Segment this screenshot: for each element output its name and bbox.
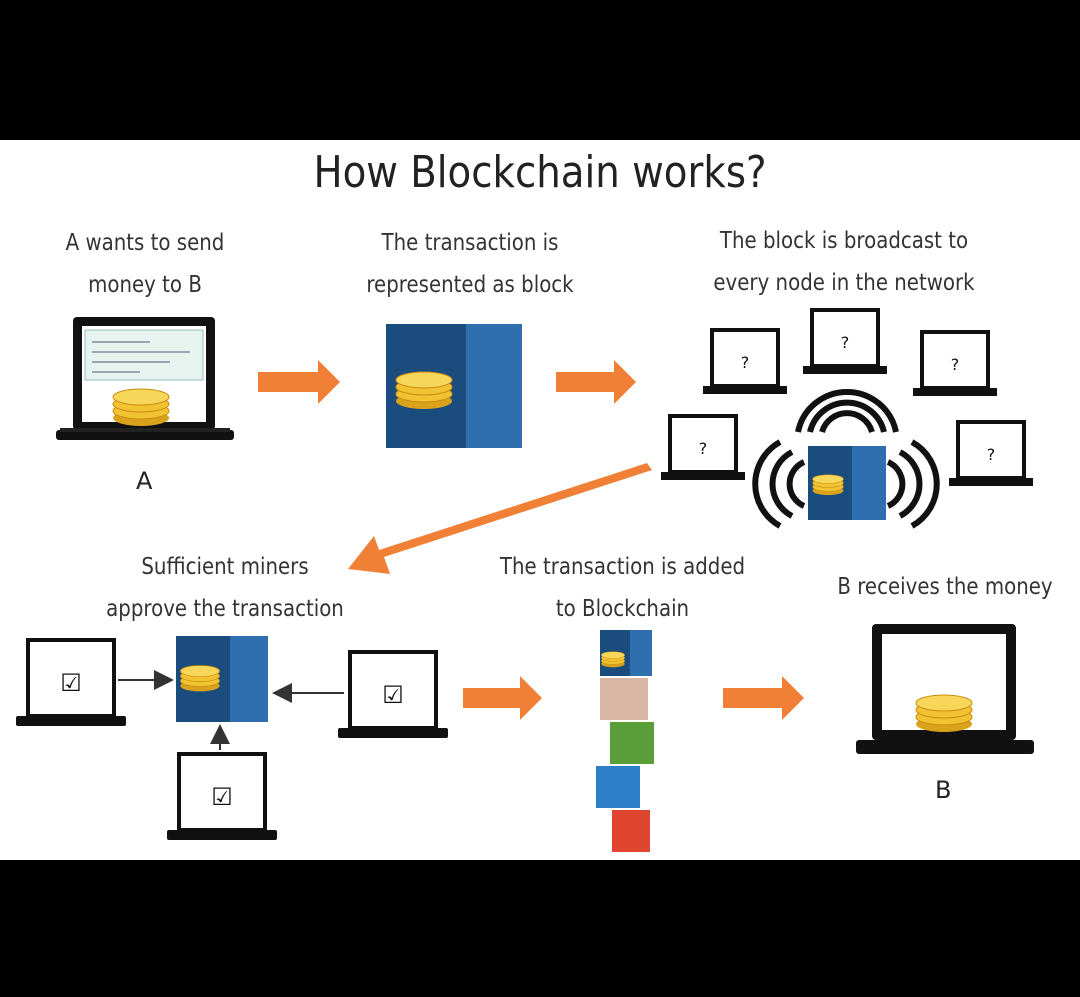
arrow-icon	[258, 360, 340, 404]
step-3-label: The block is broadcast to every node in …	[689, 220, 999, 304]
node-mark: ?	[699, 439, 708, 458]
party-a-label: A	[136, 467, 153, 495]
diagram-artwork: ? ? ? ? ?	[16, 308, 1034, 852]
step-4-label: Sufficient miners approve the transactio…	[66, 546, 384, 630]
node-laptop-icon: ?	[949, 420, 1033, 486]
arrow-icon	[556, 360, 636, 404]
step-1-label-line-2: money to B	[88, 272, 202, 298]
node-laptop-icon: ?	[803, 308, 887, 374]
step-3-label-line-1: The block is broadcast to	[719, 228, 969, 254]
laptop-a-icon	[56, 317, 234, 440]
broadcast-waves-icon	[752, 388, 940, 529]
miner-laptops: ☑ ☑ ☑	[16, 638, 448, 840]
node-laptop-icon: ?	[913, 330, 997, 396]
miner-laptop-icon: ☑	[338, 650, 448, 738]
step-1-label-line-1: A wants to send	[65, 230, 225, 256]
node-mark: ?	[841, 333, 850, 352]
network-node-laptops: ? ? ? ? ?	[661, 308, 1033, 486]
page-title: How Blockchain works?	[313, 147, 767, 198]
node-mark: ?	[987, 445, 996, 464]
diagram-panel: ? ? ? ? ?	[0, 140, 1080, 860]
miner-laptop-icon: ☑	[167, 752, 277, 840]
arrow-icon	[463, 676, 542, 720]
step-5-label-line-2: to Blockchain	[555, 596, 690, 622]
step-2-label-line-2: represented as block	[366, 272, 574, 298]
step-2-label: The transaction is represented as block	[341, 222, 599, 306]
miner-block-icon	[176, 636, 268, 722]
laptop-b-icon	[856, 624, 1034, 754]
step-5-label: The transaction is added to Blockchain	[474, 546, 771, 630]
step-3-label-line-2: every node in the network	[713, 270, 975, 296]
node-mark: ?	[741, 353, 750, 372]
node-laptop-icon: ?	[661, 414, 745, 480]
node-laptop-icon: ?	[703, 328, 787, 394]
miner-laptop-icon: ☑	[16, 638, 126, 726]
transaction-block-icon	[386, 324, 522, 448]
step-6-label: B receives the money	[837, 574, 1053, 600]
step-4-label-line-2: approve the transaction	[106, 596, 344, 622]
approval-arrows	[118, 670, 344, 750]
blockchain-stack-icon	[596, 630, 654, 852]
cheque-icon	[84, 329, 204, 381]
checkbox-icon: ☑	[211, 783, 233, 811]
party-b-label: B	[935, 776, 952, 804]
checkbox-icon: ☑	[60, 669, 82, 697]
node-mark: ?	[951, 355, 960, 374]
step-1-label: A wants to send money to B	[38, 222, 253, 306]
broadcast-block-icon	[808, 446, 886, 520]
checkbox-icon: ☑	[382, 681, 404, 709]
step-5-label-line-1: The transaction is added	[499, 554, 746, 580]
arrow-icon	[723, 676, 804, 720]
diagonal-arrow-icon	[348, 463, 652, 574]
step-4-label-line-1: Sufficient miners	[141, 554, 309, 580]
step-2-label-line-1: The transaction is	[381, 230, 559, 256]
